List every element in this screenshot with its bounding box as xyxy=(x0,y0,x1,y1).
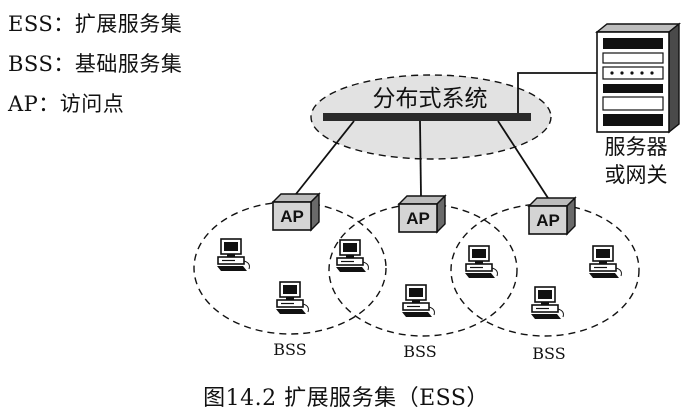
bss-cell-3 xyxy=(450,203,640,337)
ap-label: AP xyxy=(406,209,430,228)
ap-link-3 xyxy=(497,120,549,199)
backbone-bar xyxy=(323,113,531,121)
server-link xyxy=(517,72,604,113)
ap-link-1 xyxy=(295,120,355,195)
computer-icon xyxy=(401,284,436,318)
distribution-system-label: 分布式系统 xyxy=(373,86,488,112)
legend-separator: ： xyxy=(38,92,60,116)
legend: ESS：扩展服务集 BSS：基础服务集 AP：访问点 xyxy=(8,4,182,124)
computer-icon xyxy=(275,281,310,315)
ap-link-2 xyxy=(419,120,422,197)
legend-separator: ： xyxy=(53,12,75,36)
legend-desc: 基础服务集 xyxy=(74,52,183,76)
legend-abbr: AP xyxy=(8,92,39,116)
legend-abbr: BSS xyxy=(8,52,54,76)
access-point-1: AP xyxy=(271,192,321,232)
bss-label: BSS xyxy=(273,340,306,359)
ap-label: AP xyxy=(536,211,560,230)
computer-icon xyxy=(464,245,499,279)
bss-label: BSS xyxy=(532,344,565,363)
bss-label: BSS xyxy=(403,342,436,361)
server-rack-icon xyxy=(595,22,681,134)
figure-caption: 图14.2 扩展服务集（ESS） xyxy=(203,386,489,411)
access-point-3: AP xyxy=(527,196,577,236)
legend-abbr: ESS xyxy=(8,12,54,36)
legend-item-bss: BSS：基础服务集 xyxy=(8,44,182,84)
ap-label: AP xyxy=(280,207,304,226)
legend-desc: 访问点 xyxy=(59,92,125,116)
server-label-line2: 或网关 xyxy=(605,163,668,187)
computer-icon xyxy=(530,286,565,320)
computer-icon xyxy=(335,239,370,273)
legend-separator: ： xyxy=(53,52,75,76)
access-point-2: AP xyxy=(397,194,447,234)
server-label-line1: 服务器 xyxy=(605,135,668,159)
legend-item-ess: ESS：扩展服务集 xyxy=(8,4,182,44)
computer-icon xyxy=(216,238,251,272)
legend-item-ap: AP：访问点 xyxy=(8,84,182,124)
bss-cell-2 xyxy=(328,203,518,337)
legend-desc: 扩展服务集 xyxy=(74,12,183,36)
computer-icon xyxy=(588,245,623,279)
